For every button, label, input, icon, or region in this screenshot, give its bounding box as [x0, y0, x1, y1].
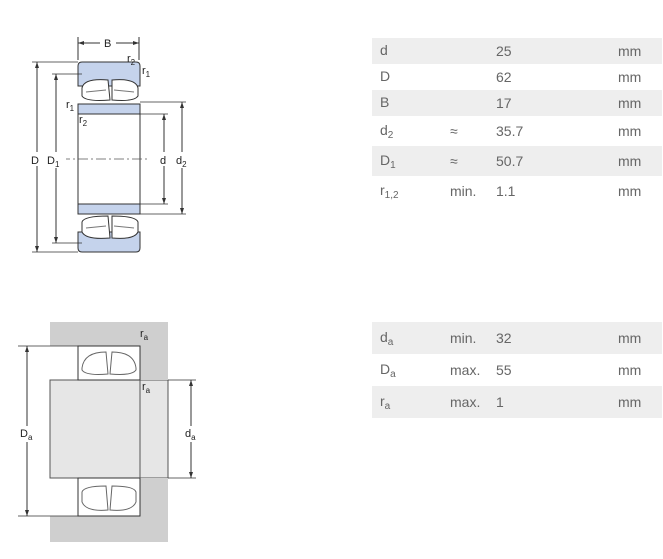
- qualifier: min.: [450, 183, 477, 199]
- qualifier: [442, 38, 488, 64]
- qualifier: max.: [442, 386, 488, 418]
- symbol: B: [372, 90, 442, 116]
- label-B: B: [104, 38, 111, 50]
- unit: mm: [618, 123, 642, 139]
- unit: mm: [610, 386, 662, 418]
- value: 50.7: [488, 146, 610, 176]
- label-D: D: [31, 155, 39, 167]
- bearing-cross-section-diagram: B D D1: [18, 35, 201, 542]
- unit: mm: [610, 90, 662, 116]
- label-r1-top: r1: [142, 65, 151, 79]
- table-row: B 17 mm: [372, 90, 662, 116]
- label-ra-top: ra: [140, 328, 149, 342]
- table-row: Da max. 55 mm: [372, 354, 662, 386]
- unit: mm: [610, 146, 662, 176]
- symbol: da: [372, 322, 442, 354]
- table-row: ra max. 1 mm: [372, 386, 662, 418]
- qualifier: ≈: [450, 123, 458, 139]
- bearing-top-half: [77, 61, 141, 115]
- symbol: ra: [372, 386, 442, 418]
- table-row: da min. 32 mm: [372, 322, 662, 354]
- dim-d: d: [140, 113, 171, 205]
- label-d2: d2: [176, 155, 187, 169]
- table-row: d2 ≈ 35.7 mm: [372, 116, 662, 146]
- value: 17: [488, 90, 610, 116]
- value: 55: [496, 362, 512, 378]
- qualifier: [442, 90, 488, 116]
- table-row: D1 ≈ 50.7 mm: [372, 146, 662, 176]
- bearing-bottom-half: [77, 203, 141, 253]
- label-r2-top: r2: [127, 53, 136, 67]
- symbol: D: [380, 67, 391, 84]
- qualifier: min.: [442, 322, 488, 354]
- symbol: Da: [380, 360, 396, 380]
- dim-D: D: [29, 61, 78, 253]
- value: 1: [488, 386, 610, 418]
- unit: mm: [610, 38, 662, 64]
- value: 32: [488, 322, 610, 354]
- qualifier: ≈: [442, 146, 488, 176]
- value: 35.7: [496, 123, 524, 139]
- dim-D1: D1: [46, 73, 82, 244]
- value: 25: [488, 38, 610, 64]
- table-row: D 62 mm: [372, 64, 662, 90]
- label-D1: D1: [47, 155, 60, 169]
- label-r2-left: r2: [79, 114, 88, 128]
- value: 1.1: [496, 183, 516, 199]
- qualifier: max.: [450, 362, 481, 378]
- value: 62: [496, 69, 512, 85]
- dim-d2: d2: [140, 101, 192, 215]
- label-Da: Da: [20, 428, 33, 442]
- dimensions-table: d 25 mm D 62 mm B 17 mm d2 ≈ 35.7 mm D1 …: [372, 38, 662, 206]
- symbol: D1: [372, 146, 442, 176]
- symbol: d2: [380, 121, 394, 141]
- label-r1-left: r1: [66, 99, 75, 113]
- dim-B: B: [77, 35, 140, 60]
- unit: mm: [610, 322, 662, 354]
- unit: mm: [618, 69, 642, 85]
- label-d: d: [160, 155, 166, 167]
- abutment-dimensions-table: da min. 32 mm Da max. 55 mm ra max. 1 mm: [372, 322, 662, 418]
- qualifier: [442, 64, 488, 90]
- unit: mm: [618, 362, 642, 378]
- unit: mm: [618, 183, 642, 199]
- label-ra-mid: ra: [142, 381, 151, 395]
- label-da: da: [185, 428, 196, 442]
- symbol: d: [372, 38, 442, 64]
- table-row: r1,2 min. 1.1 mm: [372, 176, 662, 206]
- symbol: r1,2: [380, 181, 399, 201]
- abutment-diagram: Da da ra ra: [18, 322, 201, 542]
- table-row: d 25 mm: [372, 38, 662, 64]
